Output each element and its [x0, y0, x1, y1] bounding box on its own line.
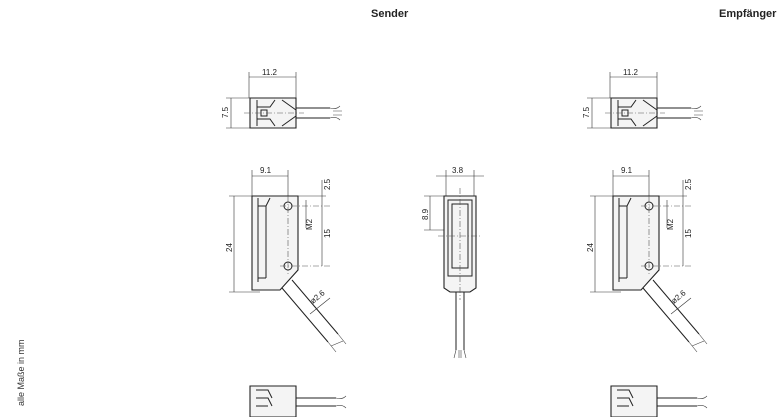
- dim-offset-top: 2.5: [323, 178, 332, 190]
- dim-height-front: 24: [225, 243, 234, 252]
- dim-width-side: 3.8: [452, 166, 464, 175]
- dim-hole-spacing: 15: [323, 229, 332, 238]
- heading-receiver: Empfänger: [719, 8, 777, 20]
- sender-top-view: 11.2 7.5: [221, 68, 342, 129]
- dim-height-top-receiver: 7.5: [582, 106, 591, 118]
- sender-bottom-view: [249, 385, 347, 417]
- heading-sender: Sender: [371, 8, 409, 20]
- dim-hole-spacing-receiver: 15: [684, 229, 693, 238]
- dim-thread: M2: [305, 218, 314, 230]
- dim-height-top: 7.5: [221, 106, 230, 118]
- sender-front-view: 9.1 24 2.5 M2 15 ø2.6: [225, 166, 347, 353]
- dim-height-front-receiver: 24: [586, 243, 595, 252]
- dim-depth-side: 8.9: [421, 208, 430, 220]
- dim-thread-receiver: M2: [666, 218, 675, 230]
- dim-width-front-receiver: 9.1: [621, 166, 633, 175]
- dim-width-top-receiver: 11.2: [623, 68, 639, 77]
- receiver-bottom-view: [610, 385, 708, 417]
- dim-width-top: 11.2: [262, 68, 278, 77]
- side-view: 3.8 8.9: [421, 166, 484, 359]
- dim-width-front: 9.1: [260, 166, 272, 175]
- receiver-top-view: 11.2 7.5: [582, 68, 703, 129]
- dim-offset-top-receiver: 2.5: [684, 178, 693, 190]
- receiver-front-view: 9.1 24 2.5 M2 15 ø2.6: [586, 166, 708, 353]
